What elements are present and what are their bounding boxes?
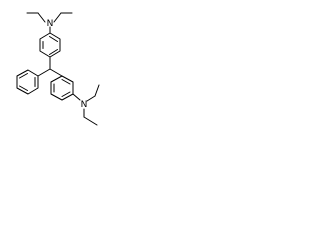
ring-outline	[50, 75, 74, 101]
double-bond	[49, 36, 58, 42]
double-bond	[61, 79, 71, 85]
double-bond	[19, 85, 28, 91]
bond	[37, 12, 46, 23]
lower-benzene-ring	[50, 75, 81, 101]
upper-benzene-ring	[39, 32, 61, 58]
chemical-structure: N N	[16, 12, 100, 126]
central-methine-bonds	[37, 56, 63, 77]
bottom-diethylamino-group: N	[81, 84, 100, 126]
double-bond	[49, 49, 58, 55]
top-diethylamino-group: N	[26, 12, 73, 34]
bond	[94, 84, 100, 97]
double-bond	[61, 91, 71, 97]
double-bond	[19, 73, 28, 79]
bond	[49, 68, 63, 77]
bond	[83, 116, 98, 126]
ring-outline	[16, 69, 39, 95]
top-nitrogen-atom: N	[47, 19, 54, 29]
bond	[86, 95, 96, 102]
phenyl-ring	[16, 69, 39, 95]
bond	[53, 12, 62, 23]
bond	[72, 93, 81, 101]
bond	[37, 68, 51, 77]
bottom-nitrogen-atom: N	[81, 100, 88, 110]
